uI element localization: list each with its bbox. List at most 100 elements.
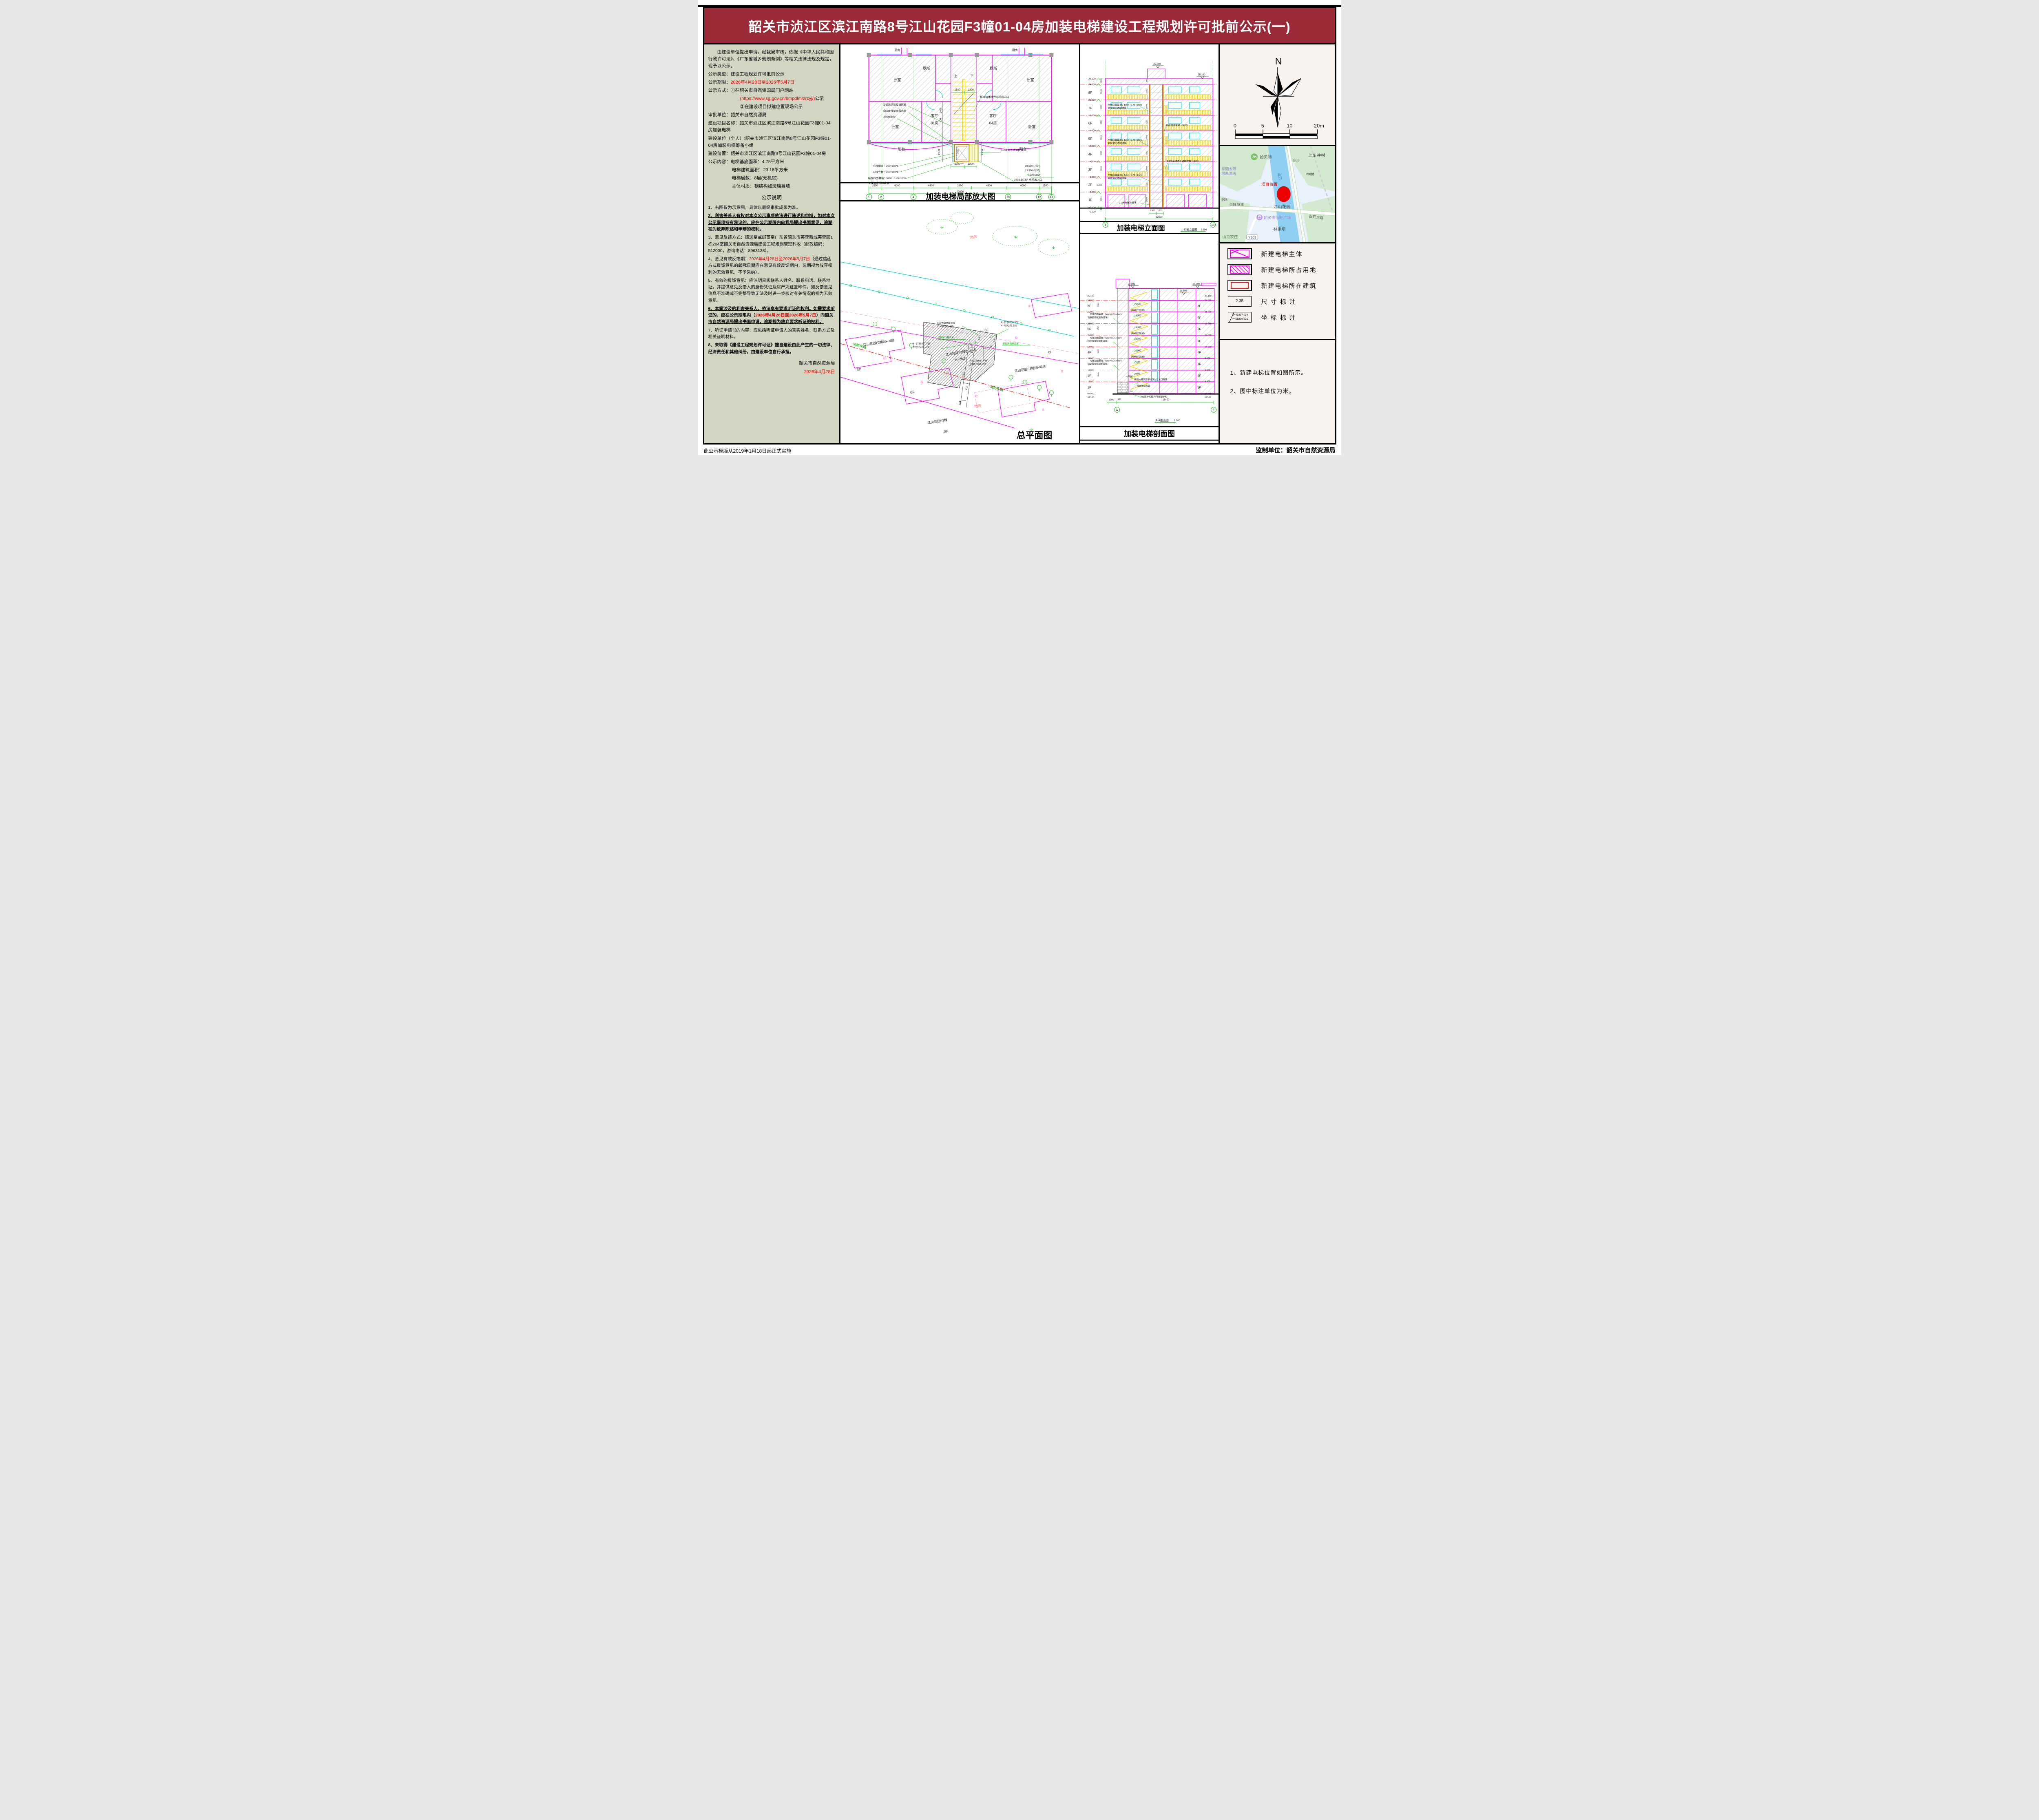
elevation-panel: 27.000 25.100 25.100 24.000 21.000 18.00… xyxy=(1080,44,1219,234)
svg-text:8F: 8F xyxy=(1048,350,1053,354)
svg-text:1200: 1200 xyxy=(968,163,974,166)
note-4: 4、意见有效反馈期：2026年4月28日至2026年5月7日（通过信函方式反馈意… xyxy=(708,257,833,275)
drawing-note-2: 2、图中标注单位为米。 xyxy=(1230,387,1295,394)
portal-url[interactable]: (https://www.sg.gov.cn/bmpdlm/zrzyj/) xyxy=(740,96,815,102)
svg-text:27.000: 27.000 xyxy=(1153,63,1161,66)
svg-text:21.000: 21.000 xyxy=(1087,311,1094,313)
coord-labels: X=2738659.576 Y=457245.415 X=2738659.307… xyxy=(913,321,1019,365)
svg-text:8F: 8F xyxy=(856,368,861,372)
sec-annotations: 电梯四面幕墙：5mm+0.76+5mm 夹胶钢化透明玻璃 电梯四面幕墙：5mm+… xyxy=(1090,312,1167,398)
sec-shaft xyxy=(1115,279,1130,394)
svg-text:9F: 9F xyxy=(944,429,948,433)
sec-stairs xyxy=(1129,292,1148,390)
signature-org: 韶关市自然资源局 xyxy=(799,360,835,366)
svg-text:13: 13 xyxy=(1211,224,1214,227)
section-title: 加装电梯剖面图 xyxy=(1123,429,1175,438)
sec-strip-bottom xyxy=(1080,439,1219,441)
svg-text:拟加装电梯过道: 拟加装电梯过道 xyxy=(1002,342,1018,345)
svg-text:4000: 4000 xyxy=(1020,184,1026,187)
svg-text:拟加装电梯井道: 拟加装电梯井道 xyxy=(938,336,953,339)
floor-plan-panel: 卧室 厕所 厕所 卧室 卧室 卧室 客厅 01房 客厅 04房 阳台 阳台 厨房… xyxy=(840,44,1079,201)
svg-text:钢结构支撑梁（余同）: 钢结构支撑梁（余同） xyxy=(1166,124,1189,127)
svg-text:砼: 砼 xyxy=(975,394,978,398)
svg-text:27.000: 27.000 xyxy=(1192,283,1200,285)
field-period: 公示期限：2026年4月28日至2026年5月7日 xyxy=(708,80,795,85)
svg-text:6F: 6F xyxy=(1087,327,1091,331)
svg-text:19.500 (7.5F): 19.500 (7.5F) xyxy=(1025,165,1040,168)
svg-text:夹胶钢化透明玻璃: 夹胶钢化透明玻璃 xyxy=(1090,316,1107,319)
coord-leaders xyxy=(938,326,1031,361)
svg-text:X=2738657.718: X=2738657.718 xyxy=(913,343,931,345)
sec-landings: 22.500 19.500 16.500 13.500 10.500 7.500… xyxy=(1134,303,1141,375)
svg-text:5.3: 5.3 xyxy=(958,401,962,405)
note-3: 3、意见反馈方式：请送至或邮寄至广东省韶关市芙蓉新城芙蓉园1栋204室韶关市自然… xyxy=(708,235,833,253)
svg-text:Y=457246.686: Y=457246.686 xyxy=(1000,324,1017,327)
svg-text:27.000: 27.000 xyxy=(1128,283,1135,285)
svg-text:1: 1 xyxy=(868,196,869,199)
svg-text:12.000: 12.000 xyxy=(1088,145,1096,148)
garage-doors xyxy=(1107,194,1207,208)
el-floor-labels: 8F 7F 6F 5F 4F 3F 2F 1F xyxy=(1088,91,1092,202)
field-type: 公示类型：建设工程规划许可批前公示 xyxy=(708,72,785,77)
map-labels: 拾贝湖 上东冲村 金沙 北江 中村 桂园太阳 凤凰酒店 项目位置 江山花园 百旺… xyxy=(1221,153,1325,240)
facade-windows xyxy=(1110,86,1200,186)
interior-walls xyxy=(869,55,1051,142)
svg-text:地砖: 地砖 xyxy=(969,234,977,240)
balcony-arcs xyxy=(868,143,1052,150)
svg-text:中路: 中路 xyxy=(1221,197,1228,201)
sp-dim-chain xyxy=(960,339,976,407)
svg-text:混: 混 xyxy=(1028,304,1031,307)
drawing-notes-panel: 1、新建电梯位置如图所示。 2、图中标注单位为米。 xyxy=(1219,340,1335,443)
svg-text:25.100: 25.100 xyxy=(1198,74,1205,76)
svg-text:4F: 4F xyxy=(1087,351,1091,354)
sec-walls xyxy=(1159,288,1215,394)
svg-text:4000: 4000 xyxy=(894,184,900,187)
svg-text:电梯四面幕墙：5mm+0.76+5mm: 电梯四面幕墙：5mm+0.76+5mm xyxy=(1108,103,1142,106)
svg-text:(电梯开门位置): (电梯开门位置) xyxy=(1131,332,1144,335)
top-level-marks: 27.000 25.100 xyxy=(1152,63,1209,79)
north-scale-panel: N 0 5 xyxy=(1219,44,1335,146)
svg-text:1:100: 1:100 xyxy=(1201,229,1207,231)
svg-text:电梯横梁：200*100*5: 电梯横梁：200*100*5 xyxy=(873,164,898,168)
svg-text:5.5: 5.5 xyxy=(970,345,973,349)
svg-text:2800: 2800 xyxy=(957,184,963,187)
svg-text:25.100: 25.100 xyxy=(1087,295,1094,297)
svg-text:10: 10 xyxy=(1287,123,1292,129)
note-7: 7、听证申请书的内容：应包括听证申请人的真实姓名，联系方式及相关证明材料。 xyxy=(708,327,835,339)
windows-doors xyxy=(869,54,1051,144)
svg-text:1-13轴立面图: 1-13轴立面图 xyxy=(1181,228,1197,231)
svg-text:电梯四面幕墙：5mm+0.76+5mm: 电梯四面幕墙：5mm+0.76+5mm xyxy=(868,176,906,180)
drawing-note-1: 1、新建电梯位置如图所示。 xyxy=(1230,369,1307,376)
sec-bottom-dim-texts: 1900 100 18400 xyxy=(1109,398,1170,401)
field-method: 公示方式：①在韶关市自然资源局门户网站 xyxy=(708,88,794,93)
note-2: 2、利害关系人有权对本次公示事项依法进行陈述和申辩，如对本次公示事项持有异议的，… xyxy=(708,213,835,232)
field-content: 公示内容：电梯基底面积：4.75平方米 xyxy=(708,159,784,164)
svg-text:1300: 1300 xyxy=(954,163,960,166)
svg-text:3000: 3000 xyxy=(1100,151,1102,155)
stair-up-label: 上 xyxy=(954,74,957,78)
sec-bottom-dims xyxy=(1106,400,1214,404)
stair-down-label: 下 xyxy=(970,74,973,78)
room-label: 卧室 xyxy=(1026,77,1034,82)
svg-text:24.000: 24.000 xyxy=(1087,299,1094,302)
svg-text:3F: 3F xyxy=(1197,363,1201,366)
sec-heights-left: 3000 3000 3000 3000 xyxy=(1097,303,1099,377)
svg-text:9.000: 9.000 xyxy=(1205,358,1210,360)
svg-text:1900: 1900 xyxy=(938,149,940,155)
svg-text:1300: 1300 xyxy=(954,88,960,91)
svg-text:22600: 22600 xyxy=(956,190,964,193)
svg-text:3000: 3000 xyxy=(1097,303,1099,307)
svg-text:3F: 3F xyxy=(1087,363,1091,366)
svg-text:2F: 2F xyxy=(1087,374,1091,378)
subject-building xyxy=(923,321,997,389)
dashed-parcel xyxy=(974,383,1031,414)
separator-line xyxy=(840,182,1079,184)
svg-text:18.000: 18.000 xyxy=(1087,323,1094,325)
svg-text:1200: 1200 xyxy=(1157,210,1162,212)
svg-text:3000: 3000 xyxy=(1097,372,1099,377)
sec-doors xyxy=(1151,289,1158,381)
svg-text:5F: 5F xyxy=(1088,137,1092,141)
room-label: 01房 xyxy=(931,121,938,125)
svg-text:Y=457246.292: Y=457246.292 xyxy=(969,363,986,366)
leader-lines xyxy=(897,99,1053,182)
